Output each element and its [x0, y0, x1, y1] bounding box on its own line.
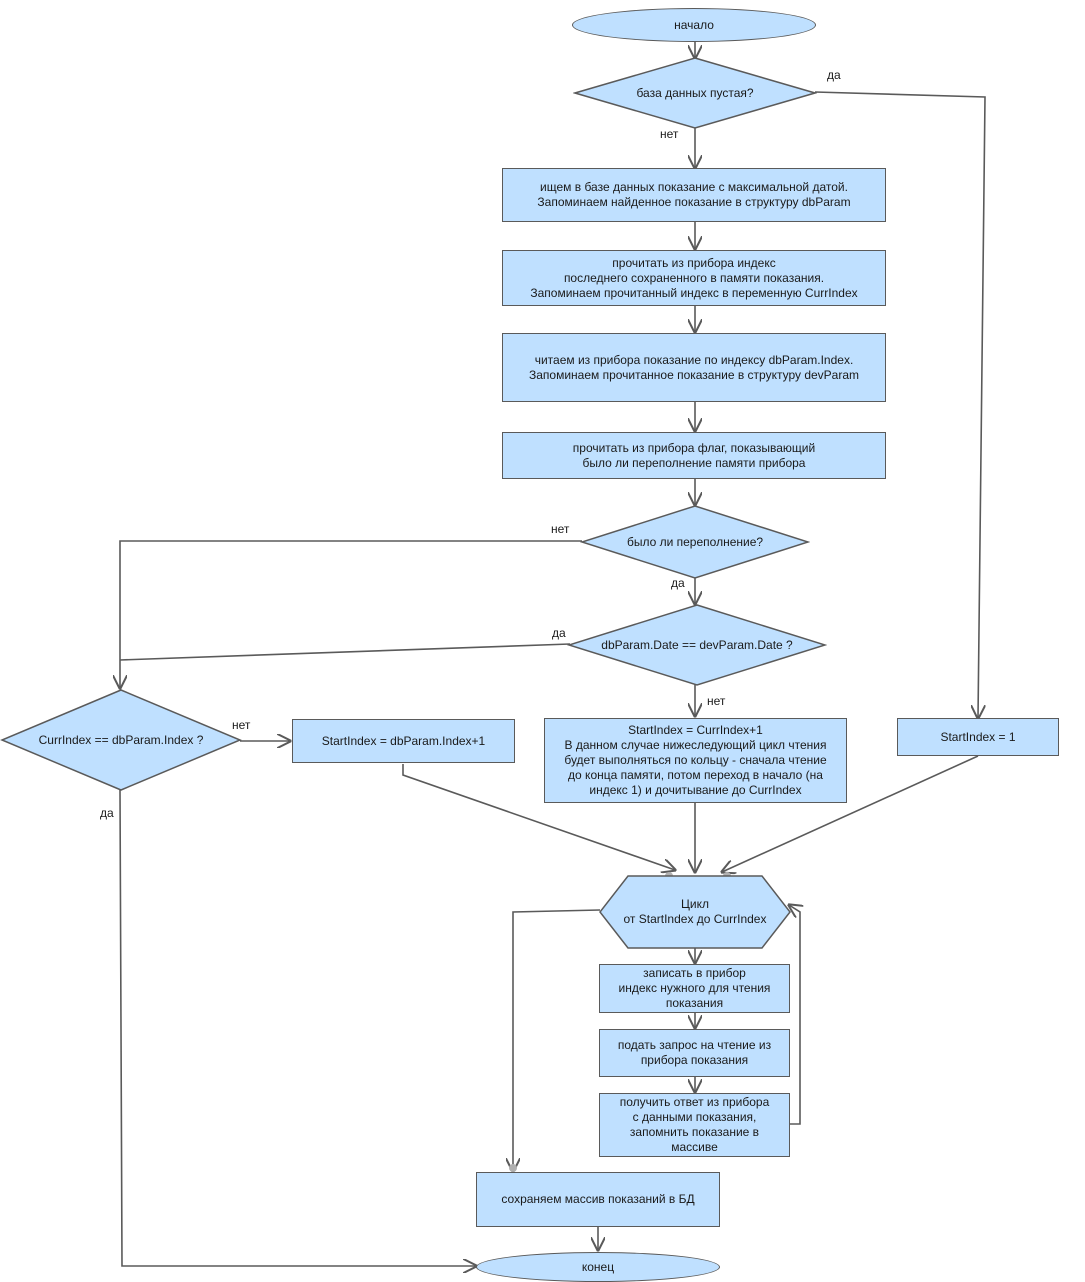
edge-receive-back-to-loop: [789, 905, 800, 1125]
edge-overflow-no: [120, 540, 582, 688]
label-overflow-no: нет: [551, 522, 570, 536]
read-flag-box: прочитать из прибора флаг, показывающий …: [502, 432, 886, 479]
date-equal-label: dbParam.Date == devParam.Date ?: [601, 637, 793, 652]
start-index-one-box: StartIndex = 1: [897, 718, 1059, 756]
write-index-box: записать в прибор индекс нужного для чте…: [599, 964, 790, 1013]
edge-loop-exit-to-save: [513, 909, 601, 1171]
request-box: подать запрос на чтение из прибора показ…: [599, 1029, 790, 1077]
label-curr-eq-no: нет: [232, 718, 251, 732]
save-array-box: сохраняем массив показаний в БД: [476, 1172, 720, 1227]
edge-curr-eq-yes: [119, 789, 476, 1266]
loop-label: Цикл от StartIndex до CurrIndex: [623, 897, 767, 926]
receive-box: получить ответ из прибора с данными пока…: [599, 1093, 790, 1157]
overflow-label: было ли переполнение?: [626, 534, 764, 549]
label-date-eq-no: нет: [707, 694, 726, 708]
db-empty-label: база данных пустая?: [636, 85, 754, 100]
junction-dot: [509, 1164, 517, 1172]
edge-date-eq-yes: [119, 643, 571, 661]
start-index-db-box: StartIndex = dbParam.Index+1: [292, 719, 515, 763]
edge-db-empty-yes: [814, 91, 986, 718]
start-terminator: начало: [572, 8, 816, 42]
label-curr-eq-yes: да: [100, 806, 114, 820]
find-max-date-box: ищем в базе данных показание с максималь…: [502, 168, 886, 222]
label-date-eq-yes: да: [552, 626, 566, 640]
label-db-empty-yes: да: [827, 68, 841, 82]
start-index-curr-box: StartIndex = CurrIndex+1 В данном случае…: [544, 718, 847, 803]
curr-index-label: CurrIndex == dbParam.Index ?: [38, 732, 204, 747]
read-index-box: прочитать из прибора индекс последнего с…: [502, 250, 886, 306]
read-reading-box: читаем из прибора показание по индексу d…: [502, 333, 886, 402]
label-db-empty-no: нет: [660, 127, 679, 141]
edge-start-one-to-loop: [722, 755, 979, 872]
end-terminator: конец: [476, 1252, 720, 1282]
edge-start-db-to-loop: [402, 764, 675, 870]
label-overflow-yes: да: [671, 576, 685, 590]
